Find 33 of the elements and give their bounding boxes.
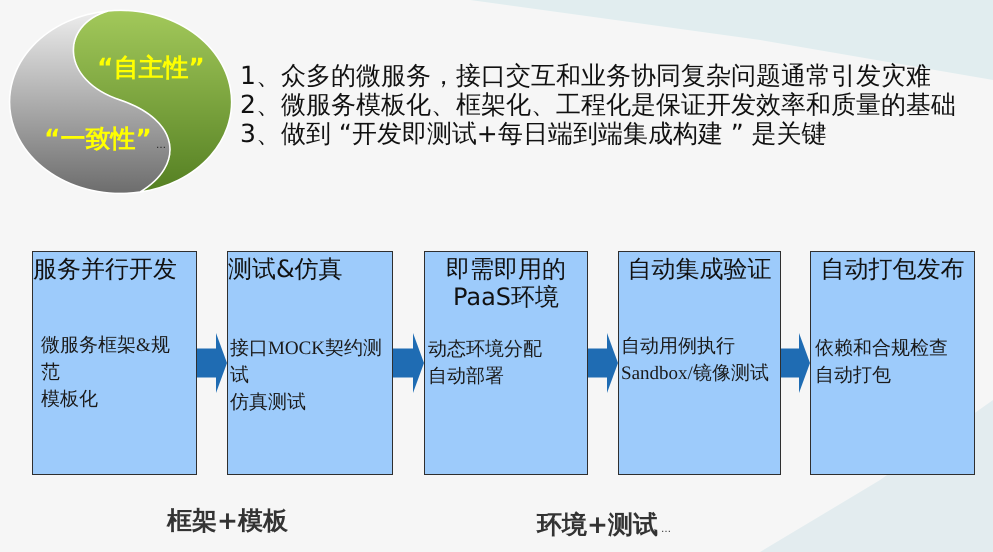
- block-arrow: [393, 333, 424, 393]
- box-item: 仿真测试: [230, 391, 306, 415]
- ellipsis-text: …: [661, 524, 671, 536]
- box-title: 自动集成验证: [628, 255, 772, 283]
- block-arrow: [197, 333, 227, 393]
- box-title: 即需即用的PaaS环境: [445, 255, 567, 311]
- box-item: 动态环境分配: [428, 338, 542, 362]
- box-item: 自动用例执行: [621, 335, 735, 359]
- box-item: 微服务框架&规范: [41, 334, 171, 385]
- numbered-point: 3、做到 “开发即测试+每日端到端集成构建 ” 是关键: [240, 119, 827, 148]
- block-arrow: [781, 333, 810, 393]
- box-title: 测试&仿真: [228, 255, 343, 283]
- numbered-point: 1、众多的微服务，接口交互和业务协同复杂问题通常引发灾难: [240, 61, 931, 90]
- summary-label: 环境+测试: [537, 510, 658, 540]
- process-box: [424, 251, 588, 475]
- keyword-label: “自主性”: [97, 53, 205, 83]
- box-title: 服务并行开发: [33, 255, 177, 283]
- box-item: Sandbox/镜像测试: [621, 362, 769, 386]
- box-item: 模板化: [41, 388, 98, 412]
- box-item: 接口MOCK契约测试: [230, 337, 384, 388]
- process-box: [227, 251, 393, 475]
- ellipsis-text: …: [156, 140, 166, 152]
- process-box: [810, 251, 975, 475]
- box-item: 自动打包: [815, 364, 891, 388]
- box-item: 自动部署: [428, 365, 504, 389]
- box-item: 依赖和合规检查: [815, 337, 948, 361]
- process-box: [32, 251, 197, 475]
- keyword-label: “一致性”: [44, 124, 152, 154]
- numbered-point: 2、微服务模板化、框架化、工程化是保证开发效率和质量的基础: [240, 90, 956, 119]
- box-title: 自动打包发布: [820, 255, 964, 283]
- block-arrow: [588, 333, 618, 393]
- summary-label: 框架+模板: [167, 506, 288, 536]
- process-box: [618, 251, 781, 475]
